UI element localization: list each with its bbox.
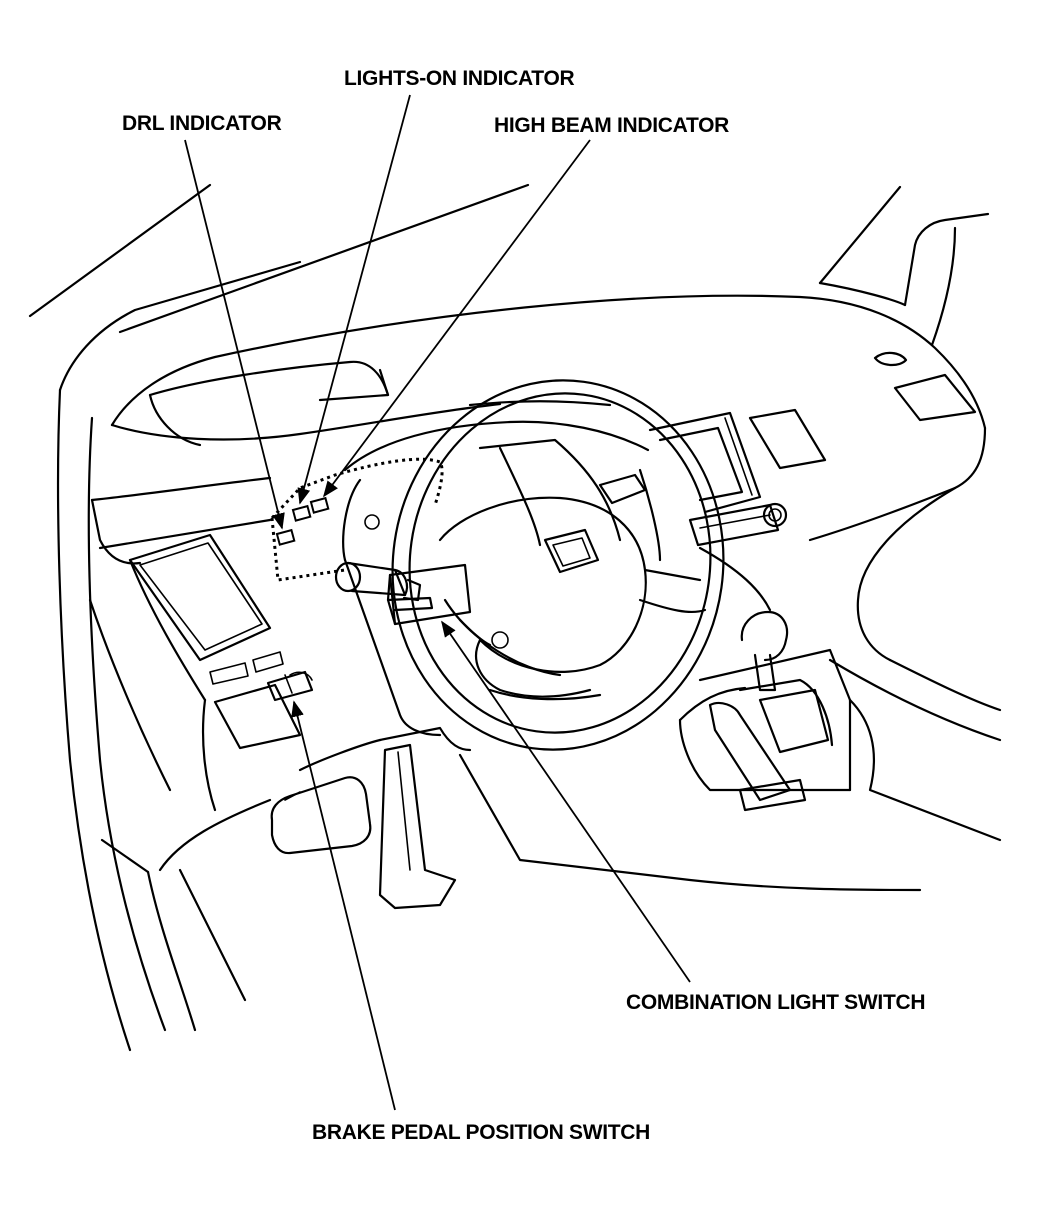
indicator-area bbox=[270, 457, 444, 582]
center-stack bbox=[648, 411, 788, 612]
combination-light-switch-stalk bbox=[334, 561, 472, 626]
leader-lights-on bbox=[297, 94, 411, 505]
dashboard-top bbox=[110, 294, 1002, 712]
label-drl-indicator: DRL INDICATOR bbox=[122, 112, 282, 135]
high-beam-indicator-lamp bbox=[309, 496, 330, 514]
leader-brake-switch bbox=[291, 700, 396, 1111]
pedals bbox=[270, 743, 457, 910]
leader-high-beam bbox=[323, 139, 591, 498]
leader-combination-switch bbox=[441, 620, 691, 983]
left-dash-panel bbox=[88, 476, 302, 874]
gear-shifter bbox=[678, 610, 1002, 842]
drl-indicator-lamp bbox=[275, 528, 296, 546]
knee-panel bbox=[298, 558, 922, 892]
label-high-beam-indicator: HIGH BEAM INDICATOR bbox=[494, 114, 729, 137]
body-outline bbox=[28, 183, 990, 1052]
leader-lines bbox=[184, 94, 691, 1111]
instrument-cluster bbox=[342, 420, 662, 562]
label-lights-on-indicator: LIGHTS-ON INDICATOR bbox=[344, 67, 574, 90]
label-brake-pedal-position-switch: BRAKE PEDAL POSITION SWITCH bbox=[312, 1121, 650, 1144]
label-combination-light-switch: COMBINATION LIGHT SWITCH bbox=[626, 991, 925, 1014]
brake-pedal-position-switch bbox=[266, 670, 314, 702]
lights-on-indicator-lamp bbox=[291, 504, 312, 522]
leader-drl bbox=[184, 139, 285, 530]
